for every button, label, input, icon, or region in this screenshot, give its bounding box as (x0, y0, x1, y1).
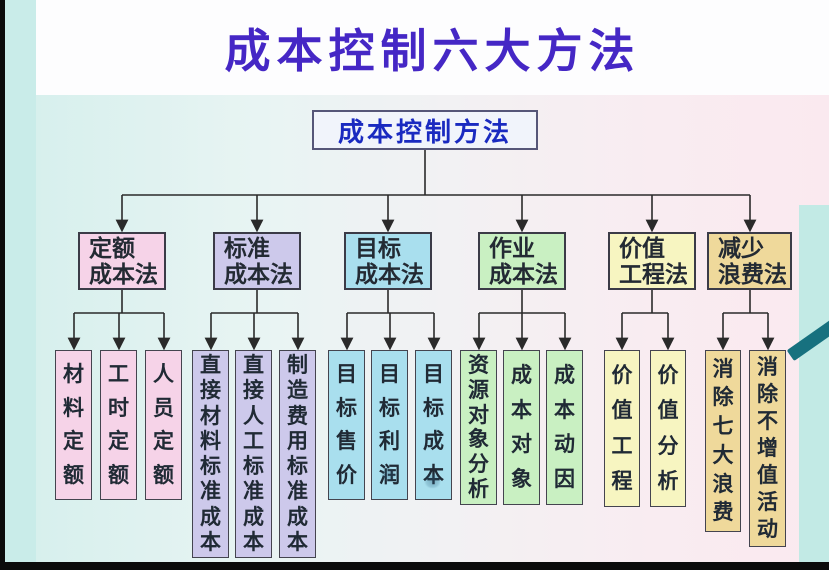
stamp-icon (424, 474, 441, 488)
page-title: 成本控制六大方法 (224, 24, 641, 77)
photo-edge-left (0, 0, 5, 570)
leaf-label: 人员定额 (153, 362, 174, 488)
leaf-label: 目标利润 (379, 362, 400, 486)
leaf-eliminate-seven-wastes: 消除七大浪费 (705, 350, 741, 532)
branch-label-line: 成本法 (89, 261, 158, 287)
leaf-label: 价值分析 (657, 364, 679, 493)
leaf-label: 价值工程 (611, 364, 633, 493)
branch-label-line: 成本法 (489, 261, 558, 287)
leaf-eliminate-non-value-activities: 消除不增值活动 (749, 350, 786, 547)
leaf-resource-object-analysis: 资源对象分析 (460, 350, 497, 505)
branch-activity-costing: 作业 成本法 (478, 232, 566, 290)
branch-waste-reduction: 减少 浪费法 (707, 232, 792, 290)
leaf-label: 目标售价 (336, 362, 357, 488)
branch-label-line: 标准 (224, 235, 270, 261)
photo-edge-bottom (0, 562, 829, 570)
right-cyan-strip (799, 205, 829, 562)
leaf-overhead-standard-cost: 制造费用标准成本 (279, 350, 316, 558)
leaf-label: 直接材料标准成本 (200, 354, 221, 554)
branch-label-line: 价值 (619, 235, 665, 261)
branch-quota-costing: 定额 成本法 (78, 232, 166, 290)
leaf-value-analysis: 价值分析 (650, 350, 686, 507)
branch-label-line: 减少 (718, 235, 764, 261)
branch-label-line: 工程法 (619, 261, 688, 287)
leaf-material-quota: 材料定额 (55, 350, 92, 500)
leaf-target-price: 目标售价 (328, 350, 365, 500)
branch-label-line: 目标 (355, 235, 401, 261)
branch-value-engineering: 价值 工程法 (608, 232, 696, 290)
leaf-label: 材料定额 (63, 362, 84, 488)
branch-target-costing: 目标 成本法 (344, 232, 432, 290)
title-band (36, 0, 829, 95)
branch-standard-costing: 标准 成本法 (213, 232, 301, 290)
branch-label-line: 定额 (89, 235, 135, 261)
leaf-label: 消除七大浪费 (712, 357, 734, 525)
leaf-personnel-quota: 人员定额 (145, 350, 182, 500)
branch-label-line: 作业 (489, 235, 535, 261)
leaf-label: 消除不增值活动 (757, 356, 778, 541)
branch-label-line: 浪费法 (718, 261, 787, 287)
leaf-value-engineering: 价值工程 (604, 350, 640, 507)
leaf-direct-material-standard-cost: 直接材料标准成本 (192, 350, 229, 558)
leaf-label: 工时定额 (108, 362, 129, 488)
leaf-label: 资源对象分析 (468, 353, 489, 502)
leaf-label: 直接人工标准成本 (243, 354, 264, 554)
leaf-label: 制造费用标准成本 (287, 354, 308, 554)
leaf-direct-labor-standard-cost: 直接人工标准成本 (235, 350, 272, 558)
leaf-cost-object: 成本对象 (503, 350, 540, 505)
branch-label-line: 成本法 (355, 261, 424, 287)
leaf-cost-driver: 成本动因 (546, 350, 583, 505)
leaf-label: 成本对象 (511, 363, 532, 492)
left-cyan-strip (5, 0, 36, 562)
leaf-labor-hour-quota: 工时定额 (100, 350, 137, 500)
leaf-label: 成本动因 (554, 363, 575, 492)
leaf-target-profit: 目标利润 (371, 350, 408, 500)
branch-label-line: 成本法 (224, 261, 293, 287)
stamp-icon (381, 468, 396, 481)
root-node-cost-control-methods: 成本控制方法 (312, 110, 538, 150)
